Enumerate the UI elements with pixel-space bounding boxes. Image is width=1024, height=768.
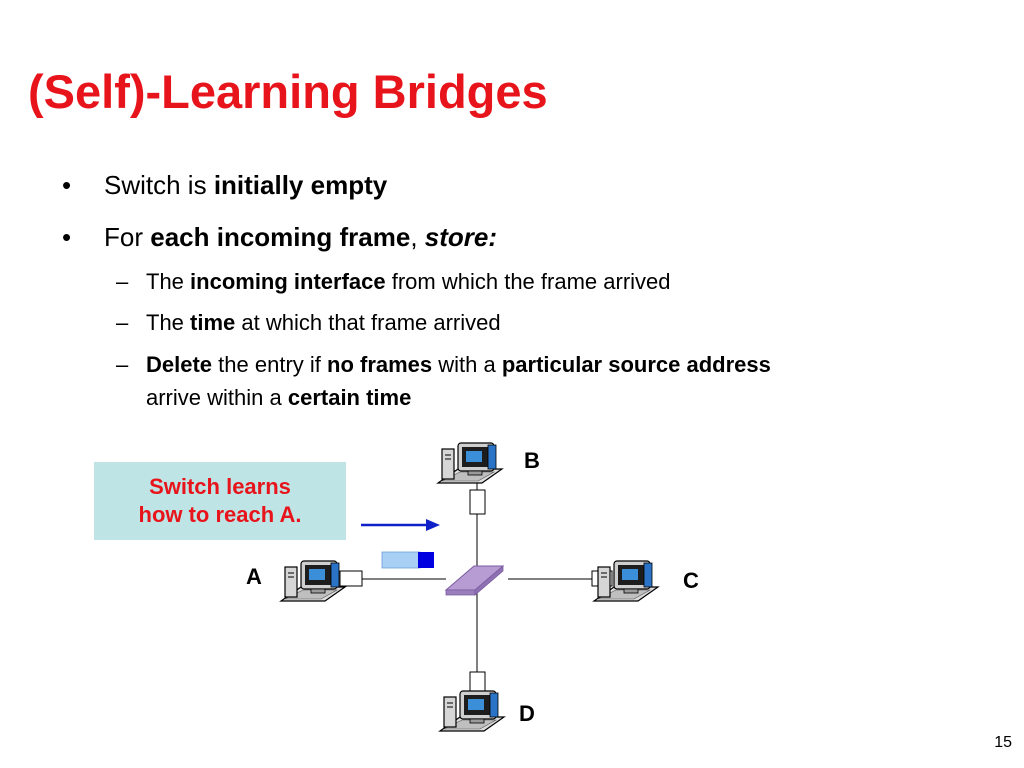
computer-icon-b — [437, 442, 503, 484]
adapter-b — [469, 489, 486, 515]
callout-line-2: how to reach A. — [138, 502, 302, 527]
node-label-d: D — [519, 701, 535, 726]
bullet-text: For each incoming frame, store: — [104, 222, 498, 252]
bullet-marker: • — [62, 222, 72, 252]
switch-icon — [444, 565, 505, 596]
computer-icon-c — [593, 560, 659, 602]
bullet-text: Switch is initially empty — [104, 170, 388, 200]
slide-title: (Self)-Learning Bridges — [28, 65, 548, 118]
subbullet-text: The incoming interface from which the fr… — [146, 269, 671, 294]
subbullet-text: The time at which that frame arrived — [146, 310, 501, 335]
bullet-marker: • — [62, 170, 72, 200]
node-label-c: C — [683, 568, 699, 593]
node-label-b: B — [524, 448, 540, 473]
subbullet-marker: – — [116, 310, 129, 335]
callout-line-1: Switch learns — [149, 473, 291, 499]
slide-number: 15 — [994, 734, 1012, 751]
subbullet-marker: – — [116, 269, 129, 294]
computer-icon-d — [439, 690, 505, 732]
node-label-a: A — [246, 564, 262, 589]
subbullet-text: Delete the entry if no frames with a par… — [146, 352, 771, 411]
computer-icon-a — [280, 560, 346, 602]
subbullet-marker: – — [116, 352, 129, 377]
frame-icon — [381, 551, 434, 569]
callout-box: Switch learns how to reach A. — [94, 462, 346, 540]
arrow-right-icon — [361, 519, 440, 531]
adapter-a — [339, 570, 363, 587]
